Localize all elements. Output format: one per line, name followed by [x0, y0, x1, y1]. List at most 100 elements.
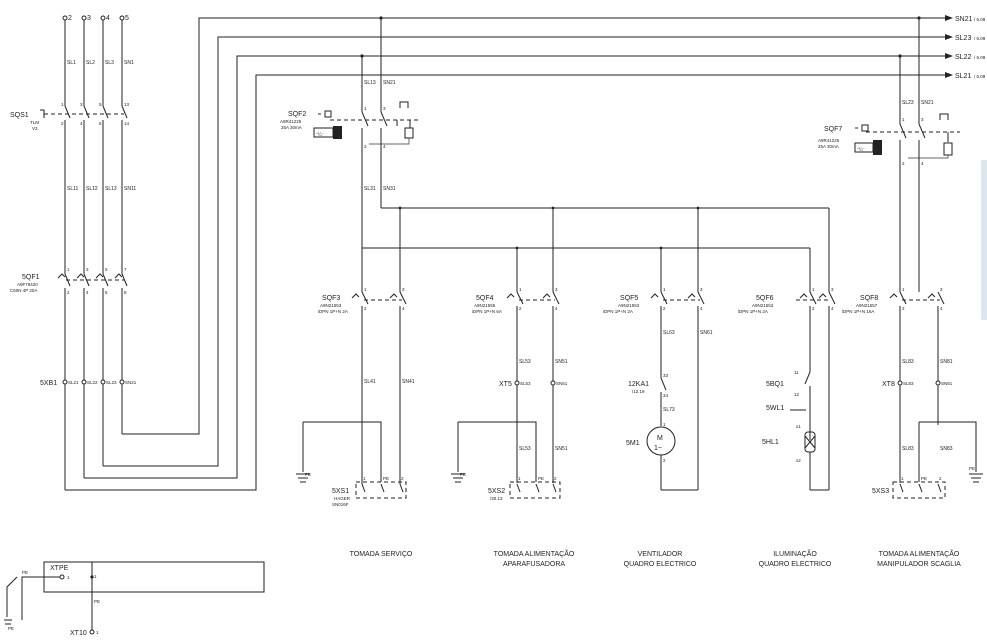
- device-ref: /30.13: [490, 496, 503, 501]
- caption-line: TOMADA ALIMENTAÇÃO: [879, 549, 960, 558]
- terminal-label: SN51: [556, 381, 568, 386]
- wire-tag: SL2: [86, 60, 95, 66]
- pin-label: 5: [99, 102, 102, 107]
- breaker-sqf3: SQF3 A9N21553 iDPN 1P+N 2A SL41 SN41: [318, 291, 415, 484]
- outgoing-ref: / 6.09: [974, 36, 986, 41]
- caption-line: QUADRO ELECTRICO: [624, 561, 697, 568]
- wire-tag: SL41: [364, 379, 376, 385]
- pin-label: 6: [105, 290, 108, 295]
- device-name: 5QF6: [756, 295, 774, 302]
- wire-tag: SL53: [519, 446, 531, 452]
- caption-line: MANIPULADOR SCAGLIA: [877, 561, 961, 568]
- pe-bar: 1 XTPE PE PE 1 PE XT10 1: [4, 561, 265, 637]
- device-model: TLM: [30, 120, 39, 125]
- breaker-5qf1: 5QF1 A9F79420 C60N 4P 20A 1 3 5 7 2 4 6 …: [10, 267, 128, 296]
- pin-label: 3: [940, 287, 943, 292]
- terminal-label: 5: [125, 15, 129, 22]
- pin-label: 4: [831, 306, 834, 311]
- terminal-xt5: XT5 SL53 SN51: [499, 380, 568, 388]
- device-type: iDPN 1P+N 16A: [842, 309, 874, 314]
- pin-label: 2: [902, 306, 905, 311]
- pin-label: 2: [663, 306, 666, 311]
- caption-line: VENTILADOR: [638, 551, 683, 558]
- pin-label: 4: [700, 306, 703, 311]
- pin-label: 1: [901, 476, 904, 481]
- side-panel-edge: [981, 160, 987, 320]
- device-type: 25A 30mA: [818, 144, 839, 149]
- pin-label: PE: [921, 476, 927, 481]
- terminal-label: SN21: [125, 380, 137, 385]
- motor-5m1: M 1~ 5M1 1 2: [626, 422, 698, 491]
- device-model: A9N21555: [474, 303, 496, 308]
- terminal-block-5xb1: 5XB1 SL21 SL22 SL23 SN21: [40, 379, 137, 387]
- pin-label: 1: [902, 287, 905, 292]
- wire-tag: SN21: [383, 80, 396, 86]
- rcd-symbol: -I△-: [857, 146, 865, 151]
- pin-label: 2: [519, 306, 522, 311]
- device-name: 5BQ1: [766, 381, 784, 388]
- motor-symbol: M: [657, 435, 663, 442]
- socket-5xs2: PE 1 PE 2 5XS2 /30.13: [451, 421, 561, 501]
- pin-label: 1: [67, 267, 70, 272]
- device-model: A9F79420: [17, 282, 38, 287]
- terminal-label: 3: [87, 15, 91, 22]
- rcd-sqf2: SL13 SN21 -I△- SQF2 A9R41225 25A 30mA 1 …: [280, 18, 420, 208]
- main-feed: 2 3 4 5 SL1 SL2 SL3 SN1 SL11 SL12 SL13 S…: [62, 15, 136, 490]
- lamp-5hl1: 5HL1 x1 x2: [762, 424, 829, 491]
- device-name: 5M1: [626, 440, 640, 447]
- device-name: 5XB1: [40, 380, 57, 387]
- device-model: A9R41225: [280, 119, 302, 124]
- wire-tag: SL11: [67, 186, 79, 192]
- device-type: iDPN 1P+N 2A: [318, 309, 348, 314]
- terminal-label: SL21: [68, 380, 79, 385]
- device-name: 5HL1: [762, 439, 779, 446]
- distribution-bus: [361, 196, 830, 292]
- pin-label: 8: [124, 290, 127, 295]
- wire-tag: SN81: [940, 359, 953, 365]
- device-type: iDPN 1P+N 6A: [472, 309, 502, 314]
- pin-label: 4: [940, 306, 943, 311]
- device-name: 5QF4: [476, 295, 494, 302]
- pin-label: 3: [700, 287, 703, 292]
- pin-label: 3: [555, 287, 558, 292]
- device-name: XT10: [70, 630, 87, 637]
- pe-label: PE: [8, 626, 14, 631]
- pe-label: PE: [969, 466, 975, 471]
- device-name: XT5: [499, 381, 512, 388]
- wire-tag: SN1: [124, 60, 134, 66]
- device-model: HAGER: [334, 496, 351, 501]
- rcd-sqf7: SL23 SN21 -I△- SQF7 A9R41225 25A 30mA 1 …: [818, 18, 960, 292]
- device-type: 25A 30mA: [281, 125, 302, 130]
- device-name: SQF2: [288, 111, 306, 118]
- device-model: A9R41225: [818, 138, 840, 143]
- device-name: SQF3: [322, 295, 340, 302]
- pin-label: 3: [402, 287, 405, 292]
- device-name: SQF7: [824, 126, 842, 133]
- device-name: 5XS1: [332, 488, 349, 495]
- pin-label: 4: [921, 161, 924, 166]
- terminal-label: SN81: [941, 381, 953, 386]
- device-type: iDPN 1P+N 2A: [738, 309, 768, 314]
- pin-label: 2: [939, 476, 942, 481]
- pin-label: 3: [921, 117, 924, 122]
- pin-label: 33: [663, 373, 669, 378]
- wire-tag: SN83: [940, 446, 953, 452]
- device-name: XT8: [882, 381, 895, 388]
- pin-label: 1: [61, 102, 64, 107]
- terminal-label: SL23: [106, 380, 117, 385]
- outgoing-label: SL23: [955, 35, 971, 42]
- pin-label: 14: [124, 121, 130, 126]
- pin-label: 2: [61, 121, 64, 126]
- wire-tag: SN31: [383, 186, 396, 192]
- pin-label: 1: [812, 287, 815, 292]
- pin-label: 1: [363, 476, 366, 481]
- pin-label: PE: [383, 476, 389, 481]
- device-model: A9N21557: [856, 303, 878, 308]
- pin-label: 1: [518, 476, 521, 481]
- pin-label: 34: [663, 393, 669, 398]
- wire-tag: SL31: [364, 186, 376, 192]
- pin-label: 3: [86, 267, 89, 272]
- terminal-label: SL83: [903, 381, 914, 386]
- pin-label: 1: [364, 287, 367, 292]
- outgoing-feeders: SN21 / 6.09 SL23 / 6.09 SL22 / 6.09 SL21…: [65, 15, 986, 491]
